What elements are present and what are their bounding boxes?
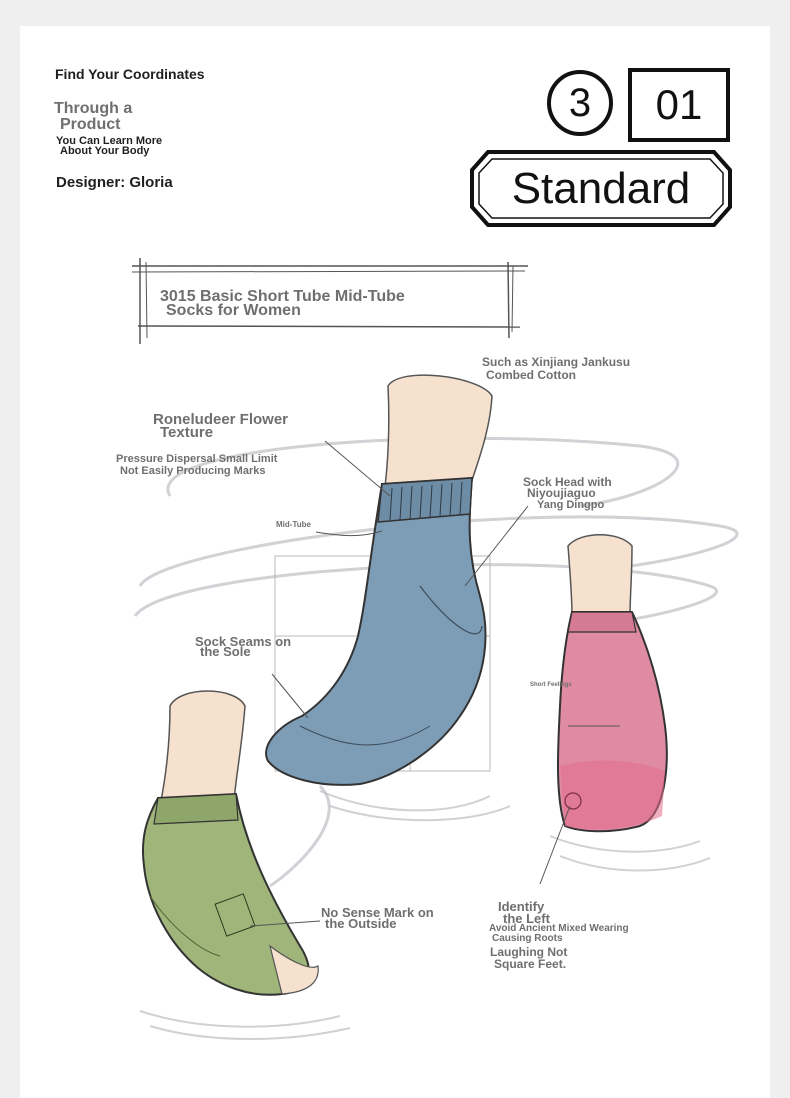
avoid-line1: Avoid Ancient Mixed Wearing (489, 923, 629, 934)
material-line1: Such as Xinjiang Jankusu (482, 355, 631, 369)
sock-head-line2: Niyoujiaguo (527, 486, 596, 500)
learn-more-line1: You Can Learn More (56, 135, 163, 147)
designer-credit: Designer: Gloria (56, 174, 173, 191)
series-number-circle: 3 (547, 70, 613, 136)
identify-line1: Identify (498, 899, 545, 914)
avoid-line2: Causing Roots (492, 933, 563, 944)
mid-tube-label: Mid-Tube (276, 520, 311, 529)
laughing-line2: Square Feet. (494, 957, 567, 971)
pressure-line2: Not Easily Producing Marks (120, 465, 266, 477)
pink-sock (556, 534, 668, 833)
ground-shadows (139, 790, 711, 1040)
sock-illustration (131, 258, 739, 1040)
series-code: 01 (655, 81, 703, 128)
title-frame (131, 258, 528, 344)
sock-head-line1: Sock Head with (523, 475, 612, 489)
seams-line2: the Sole (200, 644, 251, 659)
pressure-line1: Pressure Dispersal Small Limit (116, 453, 278, 465)
product-title-line2: Socks for Women (166, 302, 301, 319)
through-product-line1: Through a (54, 100, 133, 117)
poster-card: Find Your Coordinates Through a Product … (20, 26, 770, 1098)
green-sock (142, 690, 319, 996)
standard-label: Standard (511, 163, 691, 213)
leader-lines (249, 440, 620, 927)
identify-line2: the Left (503, 911, 550, 926)
find-coordinates-text: Find Your Coordinates (55, 66, 205, 82)
short-feelings-label: Short Feelings (530, 682, 572, 688)
product-title-line1: 3015 Basic Short Tube Mid-Tube (160, 288, 405, 305)
series-code-box: 01 (628, 68, 730, 142)
blue-sock (265, 374, 493, 786)
texture-line1: Roneludeer Flower (153, 411, 289, 428)
laughing-line1: Laughing Not (490, 945, 568, 959)
through-product-line2: Product (60, 116, 121, 133)
standard-label-frame (470, 150, 732, 227)
no-mark-line1: No Sense Mark on (321, 905, 434, 920)
sock-head-line3: Yang Dingpo (537, 499, 605, 511)
series-number: 3 (568, 80, 592, 125)
texture-line2: Texture (160, 424, 214, 441)
learn-more-line2: About Your Body (60, 145, 150, 157)
material-line2: Combed Cotton (486, 368, 576, 382)
seams-line1: Sock Seams on (195, 634, 292, 649)
no-mark-line2: the Outside (325, 916, 397, 931)
